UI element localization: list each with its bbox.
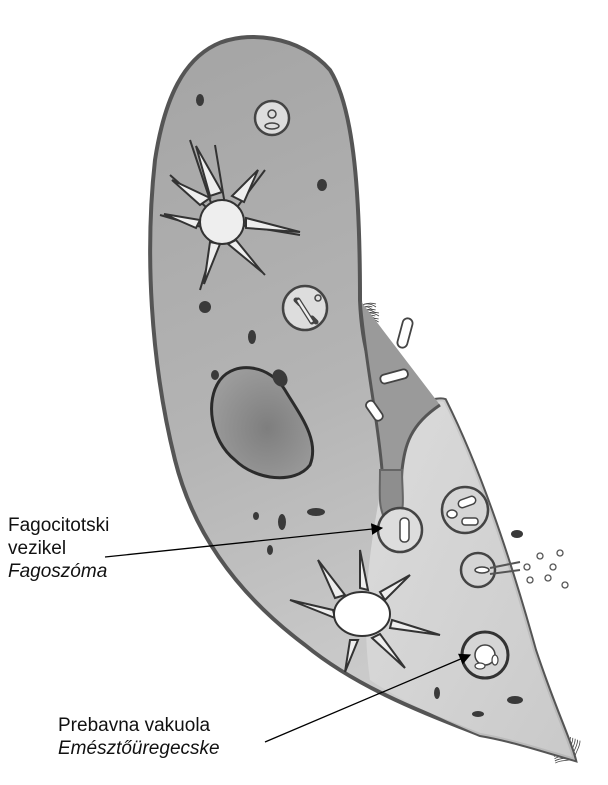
phagosome-vacuole: [378, 508, 422, 552]
digestive-vacuole-label: Prebavna vakuola Emésztőüregecske: [58, 714, 220, 760]
food-vacuole-right-1: [442, 487, 488, 533]
phagosome-label-line3: Fagoszóma: [8, 560, 109, 583]
digestive-vacuole-label-line2: Emésztőüregecske: [58, 737, 220, 760]
digestive-vacuole-label-line1: Prebavna vakuola: [58, 714, 220, 737]
phagosome-label-line1: Fagocitotski: [8, 514, 109, 537]
phagosome-label-line2: vezikel: [8, 537, 109, 560]
food-vacuole-top: [255, 101, 289, 135]
phagosome-label: Fagocitotski vezikel Fagoszóma: [8, 514, 109, 583]
expelled-particles: [524, 550, 568, 588]
food-vacuole-mid: [283, 286, 327, 330]
